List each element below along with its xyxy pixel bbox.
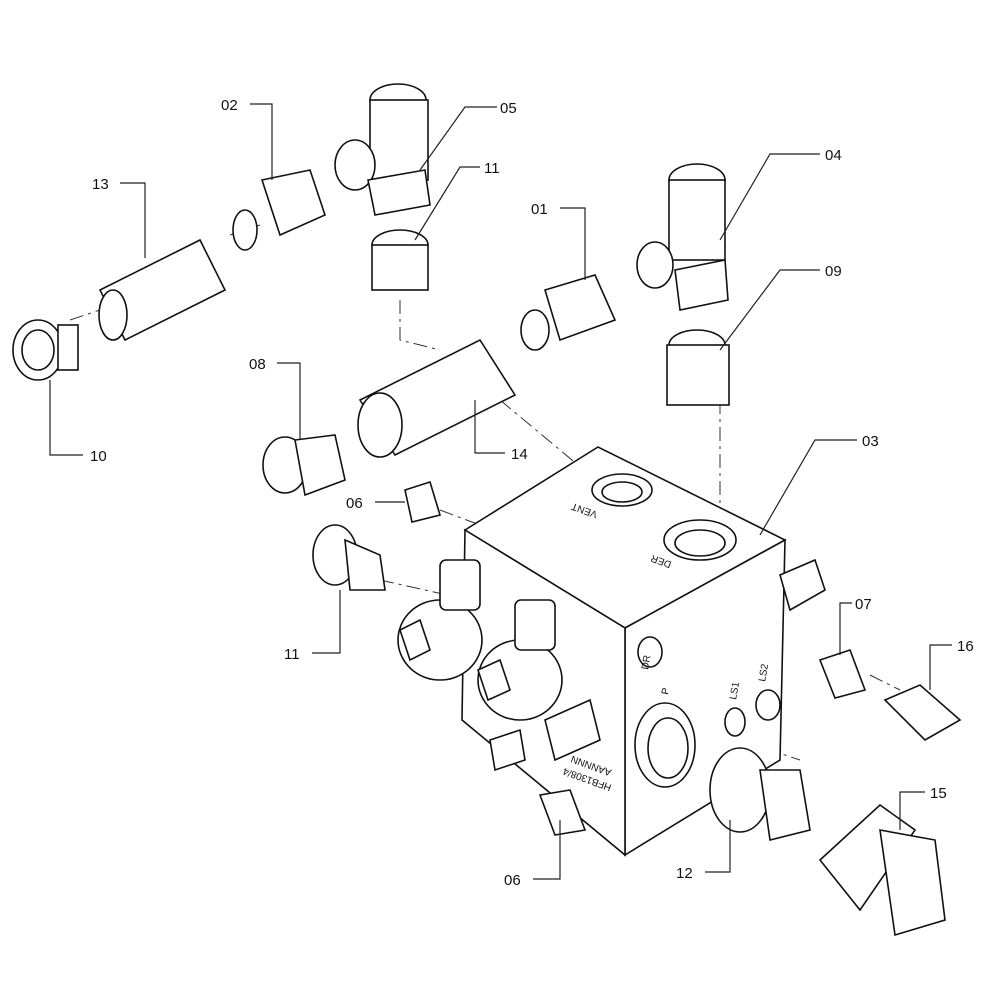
callout-07: 07 bbox=[855, 596, 872, 613]
callout-06: 06 bbox=[346, 495, 363, 512]
callout-12: 12 bbox=[676, 865, 693, 882]
port-label-ls1: LS1 bbox=[728, 681, 742, 701]
callout-14: 14 bbox=[511, 446, 528, 463]
callout-10: 10 bbox=[90, 448, 107, 465]
callout-06: 06 bbox=[504, 872, 521, 889]
callout-03: 03 bbox=[862, 433, 879, 450]
callout-11: 11 bbox=[484, 160, 500, 177]
leader-lines bbox=[49, 103, 952, 880]
callout-04: 04 bbox=[825, 147, 842, 164]
port-label-ls2: LS2 bbox=[757, 663, 771, 683]
callout-11: 11 bbox=[284, 646, 300, 663]
fittings bbox=[12, 83, 962, 937]
callout-15: 15 bbox=[930, 785, 947, 802]
callout-01: 01 bbox=[531, 201, 548, 218]
callout-09: 09 bbox=[825, 263, 842, 280]
assembly-axes bbox=[69, 224, 901, 821]
solenoid-valves bbox=[397, 559, 601, 772]
callout-13: 13 bbox=[92, 176, 109, 193]
port-label-p: P bbox=[660, 687, 672, 696]
callout-16: 16 bbox=[957, 638, 974, 655]
callout-labels: 02 05 13 11 04 01 09 10 08 14 03 06 11 0… bbox=[90, 97, 974, 889]
callout-05: 05 bbox=[500, 100, 517, 117]
callout-08: 08 bbox=[249, 356, 266, 373]
callout-02: 02 bbox=[221, 97, 238, 114]
port-label-dr: DR bbox=[640, 654, 653, 670]
